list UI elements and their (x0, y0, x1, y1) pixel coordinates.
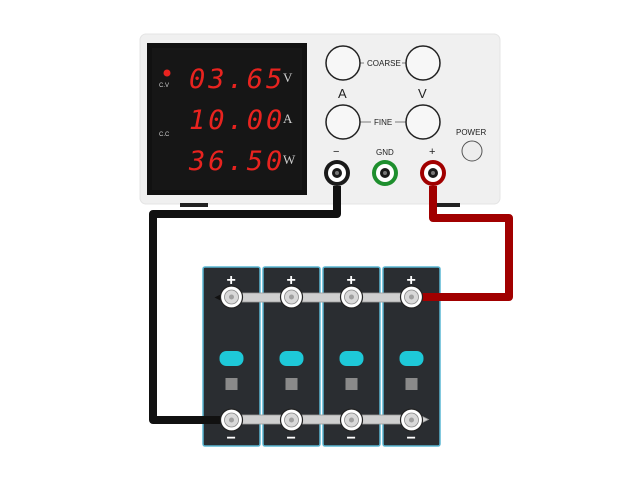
terminal-post-bolt (349, 417, 354, 423)
power-supply-foot-left (180, 203, 208, 207)
battery-cell-vent (279, 351, 304, 366)
battery-cell-qr-label (225, 378, 238, 390)
battery-cell-positive-sign: + (287, 272, 296, 289)
coarse-voltage-knob[interactable] (405, 45, 441, 81)
negative-busbar (223, 414, 420, 425)
fine-voltage-knob[interactable] (405, 104, 441, 140)
battery-cell: +− (322, 266, 381, 447)
battery-terminal-post (219, 285, 244, 309)
fine-current-knob[interactable] (325, 104, 361, 140)
battery-pack: +−+−+−+− (202, 266, 441, 447)
terminal-post-bolt (229, 417, 234, 423)
cv-label: C.V (159, 83, 169, 89)
positive-terminal-label: + (429, 146, 435, 158)
battery-terminal-post (279, 408, 304, 432)
battery-terminal-post (339, 285, 364, 309)
negative-terminal-label: − (333, 146, 339, 158)
battery-cell-negative-sign: − (227, 430, 236, 447)
terminal-post-bolt (349, 294, 354, 300)
battery-cell: +− (262, 266, 321, 447)
battery-cell-qr-label (345, 378, 358, 390)
positive-terminal[interactable] (420, 160, 446, 186)
coarse-label-bg (364, 57, 402, 69)
current-unit: A (283, 111, 293, 126)
power-reading: 36.50 (188, 146, 285, 177)
current-reading: 10.00 (189, 105, 285, 136)
output-terminals: − GND + (324, 146, 446, 186)
voltage-knob-label: V (418, 86, 427, 101)
power-unit: W (283, 152, 296, 167)
coarse-current-knob[interactable] (325, 45, 361, 81)
battery-cell-negative-sign: − (407, 430, 416, 447)
battery-cell-positive-sign: + (347, 272, 356, 289)
terminal-post-bolt (229, 294, 234, 300)
fine-label: FINE (374, 118, 392, 127)
power-label: POWER (456, 128, 486, 137)
positive-busbar (223, 292, 420, 303)
battery-cell: +− (202, 266, 261, 447)
battery-cell-positive-sign: + (407, 272, 416, 289)
power-supply-foot-right (432, 203, 460, 207)
wires (149, 186, 513, 424)
ground-terminal-label: GND (376, 148, 394, 157)
battery-cell: +− (382, 266, 441, 447)
battery-cell-qr-label (285, 378, 298, 390)
battery-terminal-post (339, 408, 364, 432)
coarse-label: COARSE (367, 59, 401, 68)
battery-cell-positive-sign: + (227, 272, 236, 289)
battery-cell-negative-sign: − (347, 430, 356, 447)
power-supply: C.V C.C 03.65 10.00 36.50 V A W COARSE F… (139, 33, 501, 207)
negative-terminal[interactable] (324, 160, 350, 186)
battery-terminal-post (399, 408, 424, 432)
terminal-post-bolt (289, 417, 294, 423)
voltage-reading: 03.65 (189, 64, 285, 95)
battery-cell-negative-sign: − (287, 430, 296, 447)
negative-wire[interactable] (149, 186, 341, 424)
battery-cell-qr-label (405, 378, 418, 390)
busbars (214, 285, 430, 432)
battery-terminal-post (279, 285, 304, 309)
terminal-post-bolt (409, 417, 414, 423)
readout-display: C.V C.C 03.65 10.00 36.50 V A W (147, 43, 307, 195)
battery-cell-vent (339, 351, 364, 366)
battery-terminal-post (399, 285, 424, 309)
power-button[interactable] (461, 140, 483, 162)
cc-label: C.C (159, 132, 170, 138)
battery-cell-vent (399, 351, 424, 366)
battery-cell-vent (219, 351, 244, 366)
battery-terminal-post (219, 408, 244, 432)
knob-controls: COARSE FINE A V (325, 45, 441, 140)
display-window (152, 48, 302, 190)
ground-terminal[interactable] (372, 160, 398, 186)
voltage-unit: V (283, 70, 293, 85)
terminal-post-bolt (409, 294, 414, 300)
positive-wire[interactable] (411, 186, 513, 301)
fine-label-bg (371, 116, 395, 128)
terminal-post-bolt (289, 294, 294, 300)
cv-indicator-led (163, 69, 171, 77)
current-knob-label: A (338, 86, 347, 101)
